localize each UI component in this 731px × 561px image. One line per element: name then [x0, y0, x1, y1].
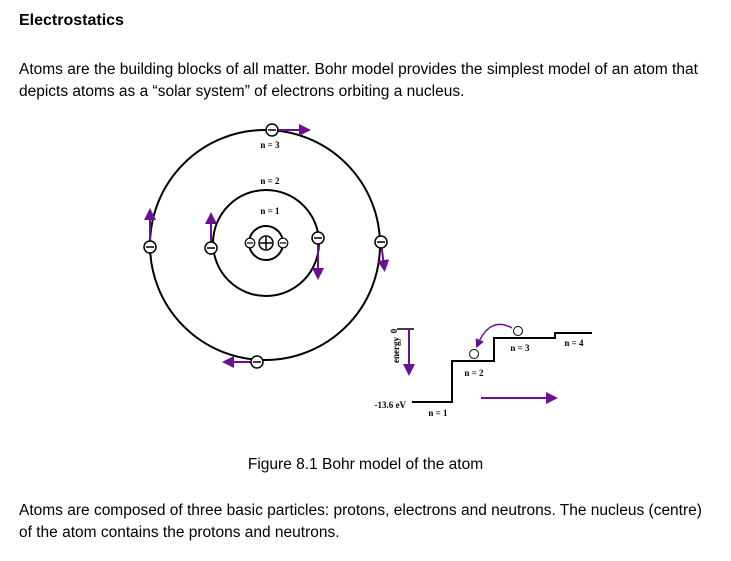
body-paragraph: Atoms are composed of three basic partic… — [19, 502, 702, 541]
ground-energy-label: -13.6 eV — [375, 400, 407, 410]
electron-circle-n3 — [513, 326, 523, 336]
electron-circle-n2 — [469, 349, 479, 359]
nucleus-proton-icon — [258, 235, 274, 251]
level-n2: n = 2 — [464, 368, 484, 378]
figure-caption: Figure 8.1 Bohr model of the atom — [247, 456, 484, 473]
level-n4: n = 4 — [564, 338, 584, 348]
energy-diagram: 0 energy -13.6 eV n = 1 n = 2 n = 3 n = … — [375, 323, 592, 418]
orbit-label-n3: n = 3 — [260, 140, 280, 150]
orbit-label-n1: n = 1 — [260, 206, 280, 216]
transition-arrow — [475, 323, 513, 349]
energy-axis-label: energy — [391, 337, 401, 363]
level-n3: n = 3 — [510, 343, 530, 353]
orbit-label-n2: n = 2 — [260, 176, 280, 186]
intro-paragraph: Atoms are the building blocks of all mat… — [19, 61, 698, 100]
level-n1: n = 1 — [428, 408, 448, 418]
energy-zero-label: 0 — [389, 328, 399, 333]
page-title: Electrostatics — [19, 12, 124, 29]
